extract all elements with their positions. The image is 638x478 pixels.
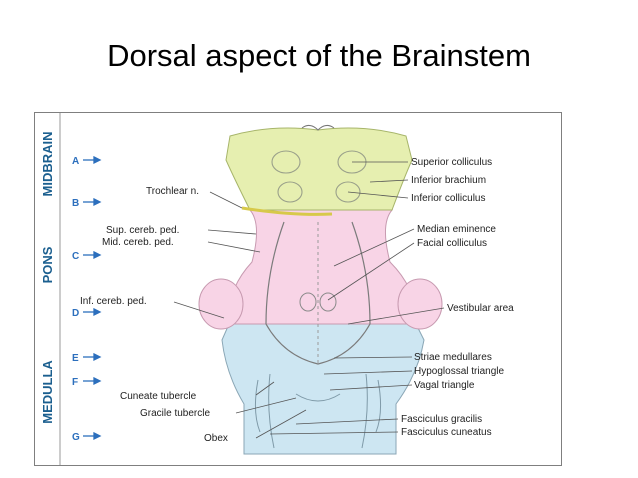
label-gracile-tubercle: Gracile tubercle xyxy=(140,408,210,419)
level-label: B xyxy=(72,198,79,209)
left-facial-colliculus xyxy=(299,292,317,312)
left-tubercle-outline xyxy=(254,379,261,433)
region-label-midbrain: MIDBRAIN xyxy=(40,132,55,197)
level-label: F xyxy=(72,377,78,388)
level-arrow-f xyxy=(83,376,102,386)
label-inferior-colliculus: Inferior colliculus xyxy=(411,193,485,204)
level-arrow-d xyxy=(83,307,102,317)
level-label: G xyxy=(72,432,80,443)
right-facial-colliculus xyxy=(319,292,337,312)
label-superior-colliculus: Superior colliculus xyxy=(411,157,492,168)
region-label-pons: PONS xyxy=(40,246,55,283)
leader-line-facial-colliculus xyxy=(327,242,415,301)
level-arrow-c xyxy=(83,250,102,260)
brainstem-diagram: MIDBRAIN PONS MEDULLA A B C D E F G xyxy=(34,112,562,466)
label-striae-medullares: Striae medullares xyxy=(414,352,492,363)
label-vagal-triangle: Vagal triangle xyxy=(414,380,475,391)
leader-line-mid-cereb-ped xyxy=(207,241,261,253)
midbrain-region xyxy=(225,127,413,211)
leader-line-obex xyxy=(255,409,307,439)
label-cuneate-tubercle: Cuneate tubercle xyxy=(120,391,197,402)
label-fasciculus-cuneatus: Fasciculus cuneatus xyxy=(401,427,492,438)
leader-line-trochlear-n xyxy=(209,191,243,209)
trochlear-boundary xyxy=(241,206,333,216)
level-label: C xyxy=(72,251,79,262)
medulla-region xyxy=(221,323,425,455)
leader-line-striae-medullares xyxy=(333,356,413,359)
leader-line-inferior-brachium xyxy=(369,179,409,183)
label-trochlear-n: Trochlear n. xyxy=(146,186,199,197)
left-cerebellar-peduncle xyxy=(198,278,244,330)
leader-line-inf-cereb-ped xyxy=(173,301,225,319)
label-hypoglossal-triangle: Hypoglossal triangle xyxy=(414,366,504,377)
label-vestibular-area: Vestibular area xyxy=(447,303,514,314)
leader-line-median-eminence xyxy=(333,228,415,267)
level-arrow-e xyxy=(83,352,102,362)
slide-title: Dorsal aspect of the Brainstem xyxy=(107,38,531,73)
midbrain-notch xyxy=(301,124,335,131)
leader-line-hypoglossal-triangle xyxy=(323,370,413,375)
leader-line-inferior-colliculus xyxy=(347,191,409,199)
leader-line-vestibular-area xyxy=(347,307,445,325)
leader-line-sup-cereb-ped xyxy=(207,229,257,235)
leader-line-gracile-tubercle xyxy=(235,397,297,414)
level-label: D xyxy=(72,308,79,319)
label-median-eminence: Median eminence xyxy=(417,224,496,235)
level-label: A xyxy=(72,156,79,167)
region-label-medulla: MEDULLA xyxy=(40,360,55,424)
right-fasciculus xyxy=(361,373,368,449)
level-arrow-a xyxy=(83,155,102,165)
obex-line xyxy=(295,393,341,402)
right-tubercle-outline xyxy=(375,379,382,433)
label-inf-cereb-ped: Inf. cereb. ped. xyxy=(80,296,147,307)
level-arrow-b xyxy=(83,197,102,207)
level-arrow-g xyxy=(83,431,102,441)
label-obex: Obex xyxy=(204,433,228,444)
fourth-ventricle-outline xyxy=(265,221,371,365)
right-inferior-colliculus xyxy=(335,181,361,203)
label-sup-cereb-ped: Sup. cereb. ped. xyxy=(106,225,179,236)
left-fasciculus xyxy=(268,373,275,449)
label-fasciculus-gracilis: Fasciculus gracilis xyxy=(401,414,482,425)
leader-line-fasciculus-cuneatus xyxy=(269,431,399,435)
label-inferior-brachium: Inferior brachium xyxy=(411,175,486,186)
leader-line-cuneate-tubercle xyxy=(255,381,275,396)
leader-line-vagal-triangle xyxy=(329,384,413,391)
right-cerebellar-peduncle xyxy=(397,278,443,330)
label-facial-colliculus: Facial colliculus xyxy=(417,238,487,249)
level-label: E xyxy=(72,353,79,364)
label-mid-cereb-ped: Mid. cereb. ped. xyxy=(102,237,174,248)
left-superior-colliculus xyxy=(271,150,301,174)
brainstem-figure: MIDBRAIN PONS MEDULLA A B C D E F G xyxy=(34,112,562,466)
left-inferior-colliculus xyxy=(277,181,303,203)
leader-line-fasciculus-gracilis xyxy=(295,418,399,425)
